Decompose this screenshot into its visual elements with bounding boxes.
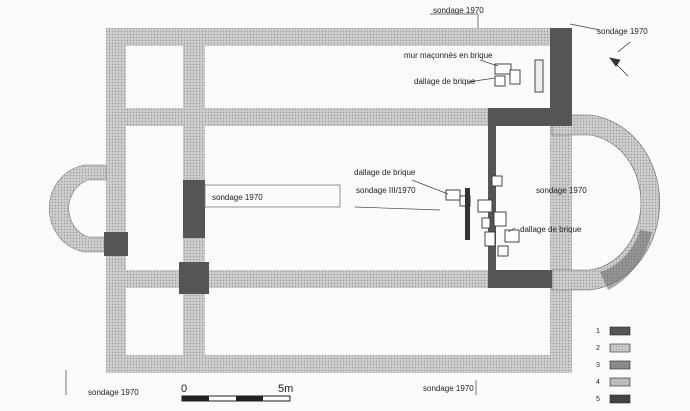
label-mur: mur maçonnés en brique xyxy=(404,51,493,60)
north-arrow-icon xyxy=(609,41,631,77)
legend-swatch-4 xyxy=(609,377,631,387)
label-sondage-apse: sondage 1970 xyxy=(536,186,587,195)
legend: 1 2 3 4 5 xyxy=(596,326,631,404)
label-sondage-iii: sondage III/1970 xyxy=(356,186,416,195)
label-sondage-bottom-right: sondage 1970 xyxy=(423,384,474,393)
legend-key-1: 1 xyxy=(596,328,600,335)
scale-start: 0 xyxy=(181,383,187,395)
legend-key-2: 2 xyxy=(596,345,600,352)
west-apse xyxy=(49,164,126,253)
legend-swatch-2 xyxy=(609,343,631,353)
scale-end: 5m xyxy=(278,383,293,395)
scale-bar: 0 5m xyxy=(181,383,293,402)
label-dallage-mid: dallage de brique xyxy=(354,168,416,177)
nave-trench xyxy=(204,184,341,208)
dark-piers xyxy=(179,28,572,294)
label-sondage-top: sondage 1970 xyxy=(433,6,484,15)
legend-key-4: 4 xyxy=(596,379,600,386)
label-sondage-top-right: sondage 1970 xyxy=(597,27,648,36)
legend-swatch-3 xyxy=(609,360,631,370)
legend-key-5: 5 xyxy=(596,396,600,403)
legend-swatch-1 xyxy=(609,326,631,336)
label-sondage-nave: sondage 1970 xyxy=(212,193,263,202)
legend-key-3: 3 xyxy=(596,362,600,369)
label-sondage-bottom-left: sondage 1970 xyxy=(88,388,139,397)
legend-swatch-5 xyxy=(609,394,631,404)
label-dallage-top: dallage de brique xyxy=(414,77,476,86)
label-dallage-right: dallage de brique xyxy=(520,225,582,234)
